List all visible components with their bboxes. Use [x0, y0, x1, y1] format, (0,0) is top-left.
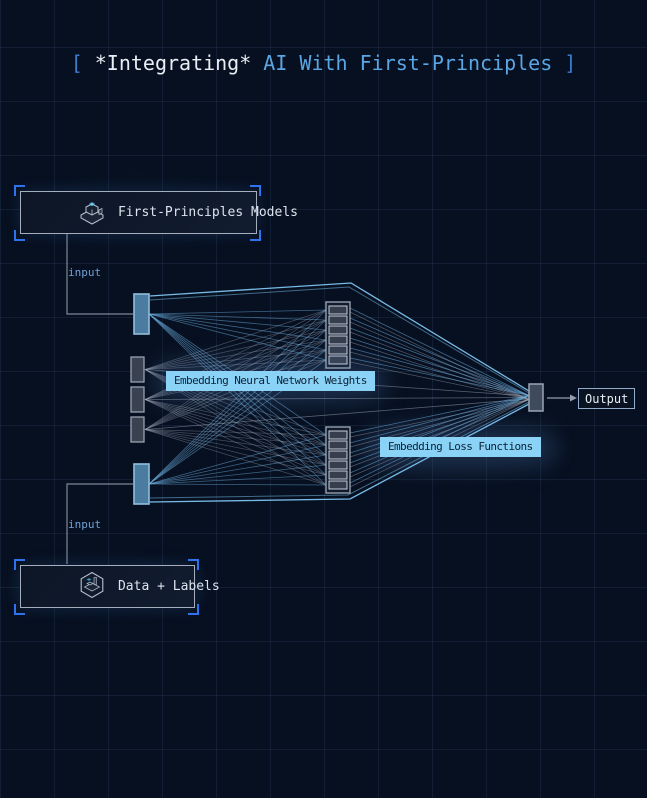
embedding-weights-label: Embedding Neural Network Weights: [166, 371, 375, 391]
selection-corner-icon: [14, 604, 25, 615]
title-rest: AI With First-Principles: [263, 51, 553, 75]
selection-corner-icon: [188, 604, 199, 615]
output-label: Output: [585, 391, 629, 406]
title-open-bracket: [: [70, 51, 83, 75]
selection-corner-icon: [14, 230, 25, 241]
selection-corner-icon: [250, 185, 261, 196]
data-box-label: Data + Labels: [117, 579, 220, 594]
model-box-label: First-Principles Models: [117, 205, 298, 220]
selection-corner-icon: [250, 230, 261, 241]
first-principles-models-node[interactable]: First-Principles Models: [20, 191, 298, 234]
title-emphasis: *Integrating*: [94, 51, 252, 75]
selection-corner-icon: [188, 559, 199, 570]
isometric-machine-icon: [30, 181, 107, 245]
selection-corner-icon: [14, 185, 25, 196]
data-labels-node[interactable]: Data + Labels: [20, 565, 220, 608]
hexagon-factory-icon: [30, 555, 107, 619]
embedding-loss-label: Embedding Loss Functions: [380, 437, 541, 457]
top-input-edge-label: input: [68, 266, 102, 279]
output-node[interactable]: Output: [578, 388, 636, 409]
page-title: [ *Integrating* AI With First-Principles…: [0, 51, 647, 75]
selection-corner-icon: [14, 559, 25, 570]
bottom-input-edge-label: input: [68, 518, 102, 531]
title-close-bracket: ]: [564, 51, 577, 75]
